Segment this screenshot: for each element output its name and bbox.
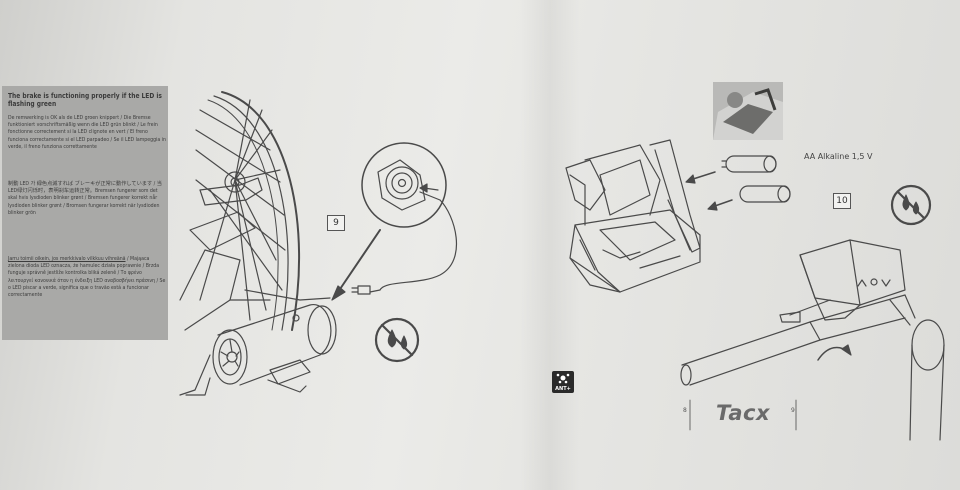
instruction-paragraph-3-underlined: Jarru toimii oikein, jos merkkivalo vilk…	[8, 256, 126, 262]
trainer-frame-illustration	[179, 177, 331, 396]
instruction-title: The brake is functioning properly if the…	[8, 92, 162, 108]
instruction-paragraph-3: Jarru toimii oikein, jos merkkivalo vilk…	[8, 256, 166, 299]
handlebar-illustration	[680, 294, 945, 441]
battery-illustration	[721, 155, 791, 203]
instruction-paragraph-3-rest: / Mająaca zielona dioda LED oznacza, że …	[8, 256, 166, 299]
instruction-text-box: The brake is functioning properly if the…	[2, 86, 168, 340]
trainer-open-illustration	[565, 139, 701, 293]
instruction-paragraph-1: De remwerking is OK als de LED groen kni…	[8, 115, 166, 150]
display-unit-illustration	[799, 239, 906, 321]
page-number-right: 9	[791, 407, 795, 414]
brand-logo: Tacx	[716, 401, 770, 425]
ant-plus-icon: ANT+	[552, 371, 574, 393]
instruction-paragraph-2: 制動 LED 가 緑色点滅すれば ブレーキが正常に動作しています / 当LED绿…	[8, 181, 162, 216]
battery-label: AA Alkaline 1,5 V	[804, 152, 873, 161]
step-number-10: 10	[833, 193, 851, 209]
brake-detail-illustration	[351, 142, 458, 295]
brake-unit-illustration	[212, 304, 337, 393]
trainer-photo	[713, 82, 783, 140]
step-number-9: 9	[327, 215, 345, 231]
bicycle-wheel-illustration	[195, 91, 301, 331]
no-water-icon	[374, 317, 420, 363]
no-water-icon	[890, 184, 932, 226]
page-number-left: 8	[683, 407, 687, 414]
ant-plus-label: ANT+	[555, 386, 571, 392]
page-fold	[520, 0, 580, 490]
